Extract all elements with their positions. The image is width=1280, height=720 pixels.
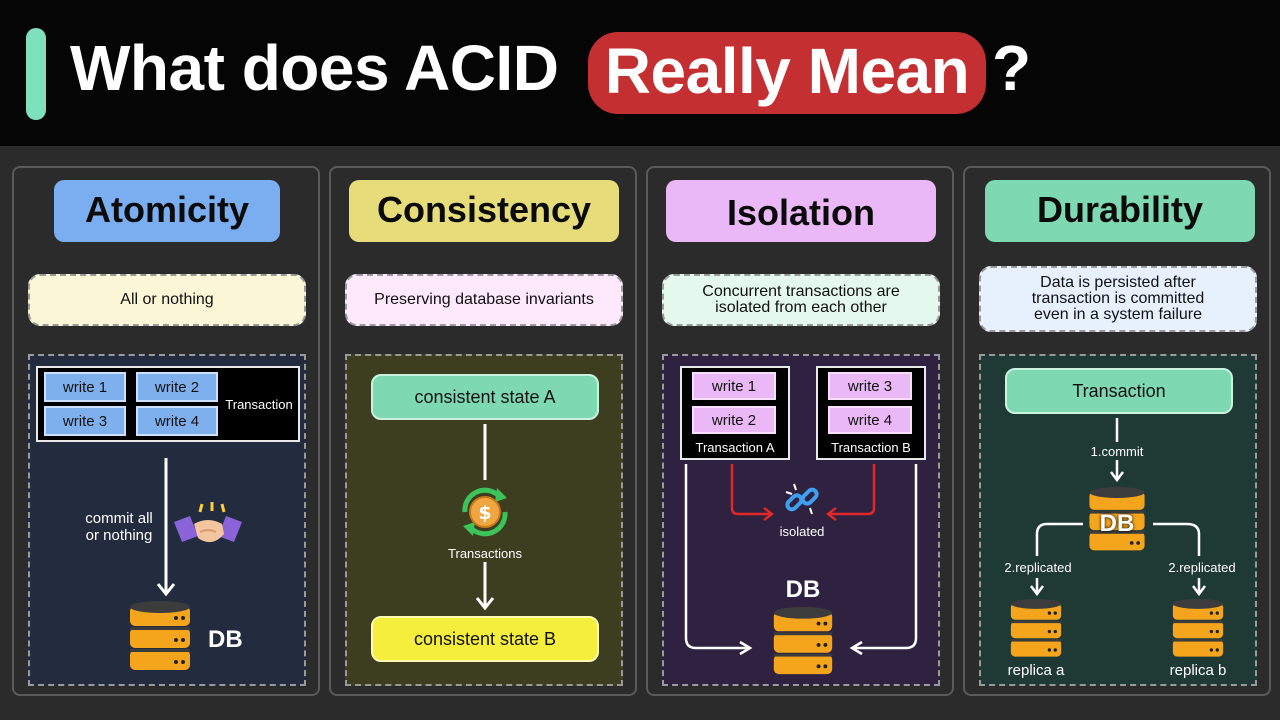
consistent-state-a: consistent state A — [371, 374, 599, 420]
db-label: DB — [785, 576, 821, 603]
title-question-mark: ? — [992, 32, 1032, 104]
write-box: write 3 — [44, 406, 126, 436]
replica-a-label: replica a — [1007, 662, 1065, 679]
title-main: What does ACID — [70, 32, 559, 104]
transaction-label: Transaction — [225, 397, 293, 412]
title-highlight: Really Mean — [588, 32, 986, 114]
durability-description: Data is persisted after transaction is c… — [979, 266, 1257, 332]
accent-bar — [26, 28, 46, 120]
transaction-a-box: write 1 write 2 Transaction A — [680, 366, 790, 460]
panel-isolation: Isolation Concurrent transactions are is… — [646, 166, 954, 696]
transition-arrow — [475, 424, 495, 611]
isolation-description: Concurrent transactions are isolated fro… — [662, 274, 940, 326]
write-box: write 4 — [136, 406, 218, 436]
write-box: write 2 — [692, 406, 776, 434]
isolation-arrows — [684, 464, 918, 656]
atomicity-heading: Atomicity — [54, 180, 280, 242]
transaction-b-label: Transaction B — [831, 440, 911, 455]
database-layer — [130, 601, 190, 626]
title-bar: What does ACID Really Mean ? — [0, 0, 1280, 146]
db-label: DB — [208, 626, 243, 653]
write-box: write 3 — [828, 372, 912, 400]
replicated-right-label: 2.replicated — [1168, 560, 1236, 575]
transaction-box: Transaction — [1005, 368, 1233, 414]
panel-durability: Durability Data is persisted after trans… — [963, 166, 1271, 696]
transactions-label: Transactions — [448, 546, 522, 561]
consistency-heading: Consistency — [349, 180, 619, 242]
durability-diagram: Transaction 1.commit DB 2.replicated 2.r… — [979, 354, 1257, 686]
transaction-a-label: Transaction A — [695, 440, 775, 455]
database-icon — [130, 601, 190, 670]
write-box: write 1 — [692, 372, 776, 400]
dollar-cycle-icon: $ — [462, 487, 508, 537]
replicated-left-label: 2.replicated — [1004, 560, 1072, 575]
panel-atomicity: Atomicity All or nothing write 1 write 2… — [12, 166, 320, 696]
commit-label: commit all or nothing — [85, 510, 153, 544]
broken-link-icon — [785, 483, 819, 515]
atomicity-diagram: write 1 write 2 write 3 write 4 Transact… — [28, 354, 306, 686]
replica-b-database-icon — [1172, 598, 1224, 657]
isolated-label: isolated — [779, 524, 825, 539]
replication-arrows — [1030, 418, 1206, 597]
commit-arrow — [156, 458, 176, 597]
database-icon — [773, 606, 833, 675]
consistent-state-b: consistent state B — [371, 616, 599, 662]
isolation-diagram: write 1 write 2 Transaction A write 3 wr… — [662, 354, 940, 686]
isolation-heading: Isolation — [666, 180, 936, 242]
transaction-b-box: write 3 write 4 Transaction B — [816, 366, 926, 460]
write-box: write 2 — [136, 372, 218, 402]
db-label: DB — [1099, 510, 1135, 537]
replica-b-label: replica b — [1169, 662, 1227, 679]
transaction-box: write 1 write 2 write 3 write 4 Transact… — [36, 366, 300, 442]
write-box: write 4 — [828, 406, 912, 434]
consistency-diagram: consistent state A $ Transactions consis… — [345, 354, 623, 686]
atomicity-description: All or nothing — [28, 274, 306, 326]
durability-heading: Durability — [985, 180, 1255, 242]
consistency-description: Preserving database invariants — [345, 274, 623, 326]
database-icon — [1089, 486, 1145, 551]
commit-label: 1.commit — [1090, 444, 1144, 459]
replica-a-database-icon — [1010, 598, 1062, 657]
write-box: write 1 — [44, 372, 126, 402]
svg-text:$: $ — [478, 502, 491, 524]
handshake-icon — [174, 502, 242, 543]
panel-consistency: Consistency Preserving database invarian… — [329, 166, 637, 696]
